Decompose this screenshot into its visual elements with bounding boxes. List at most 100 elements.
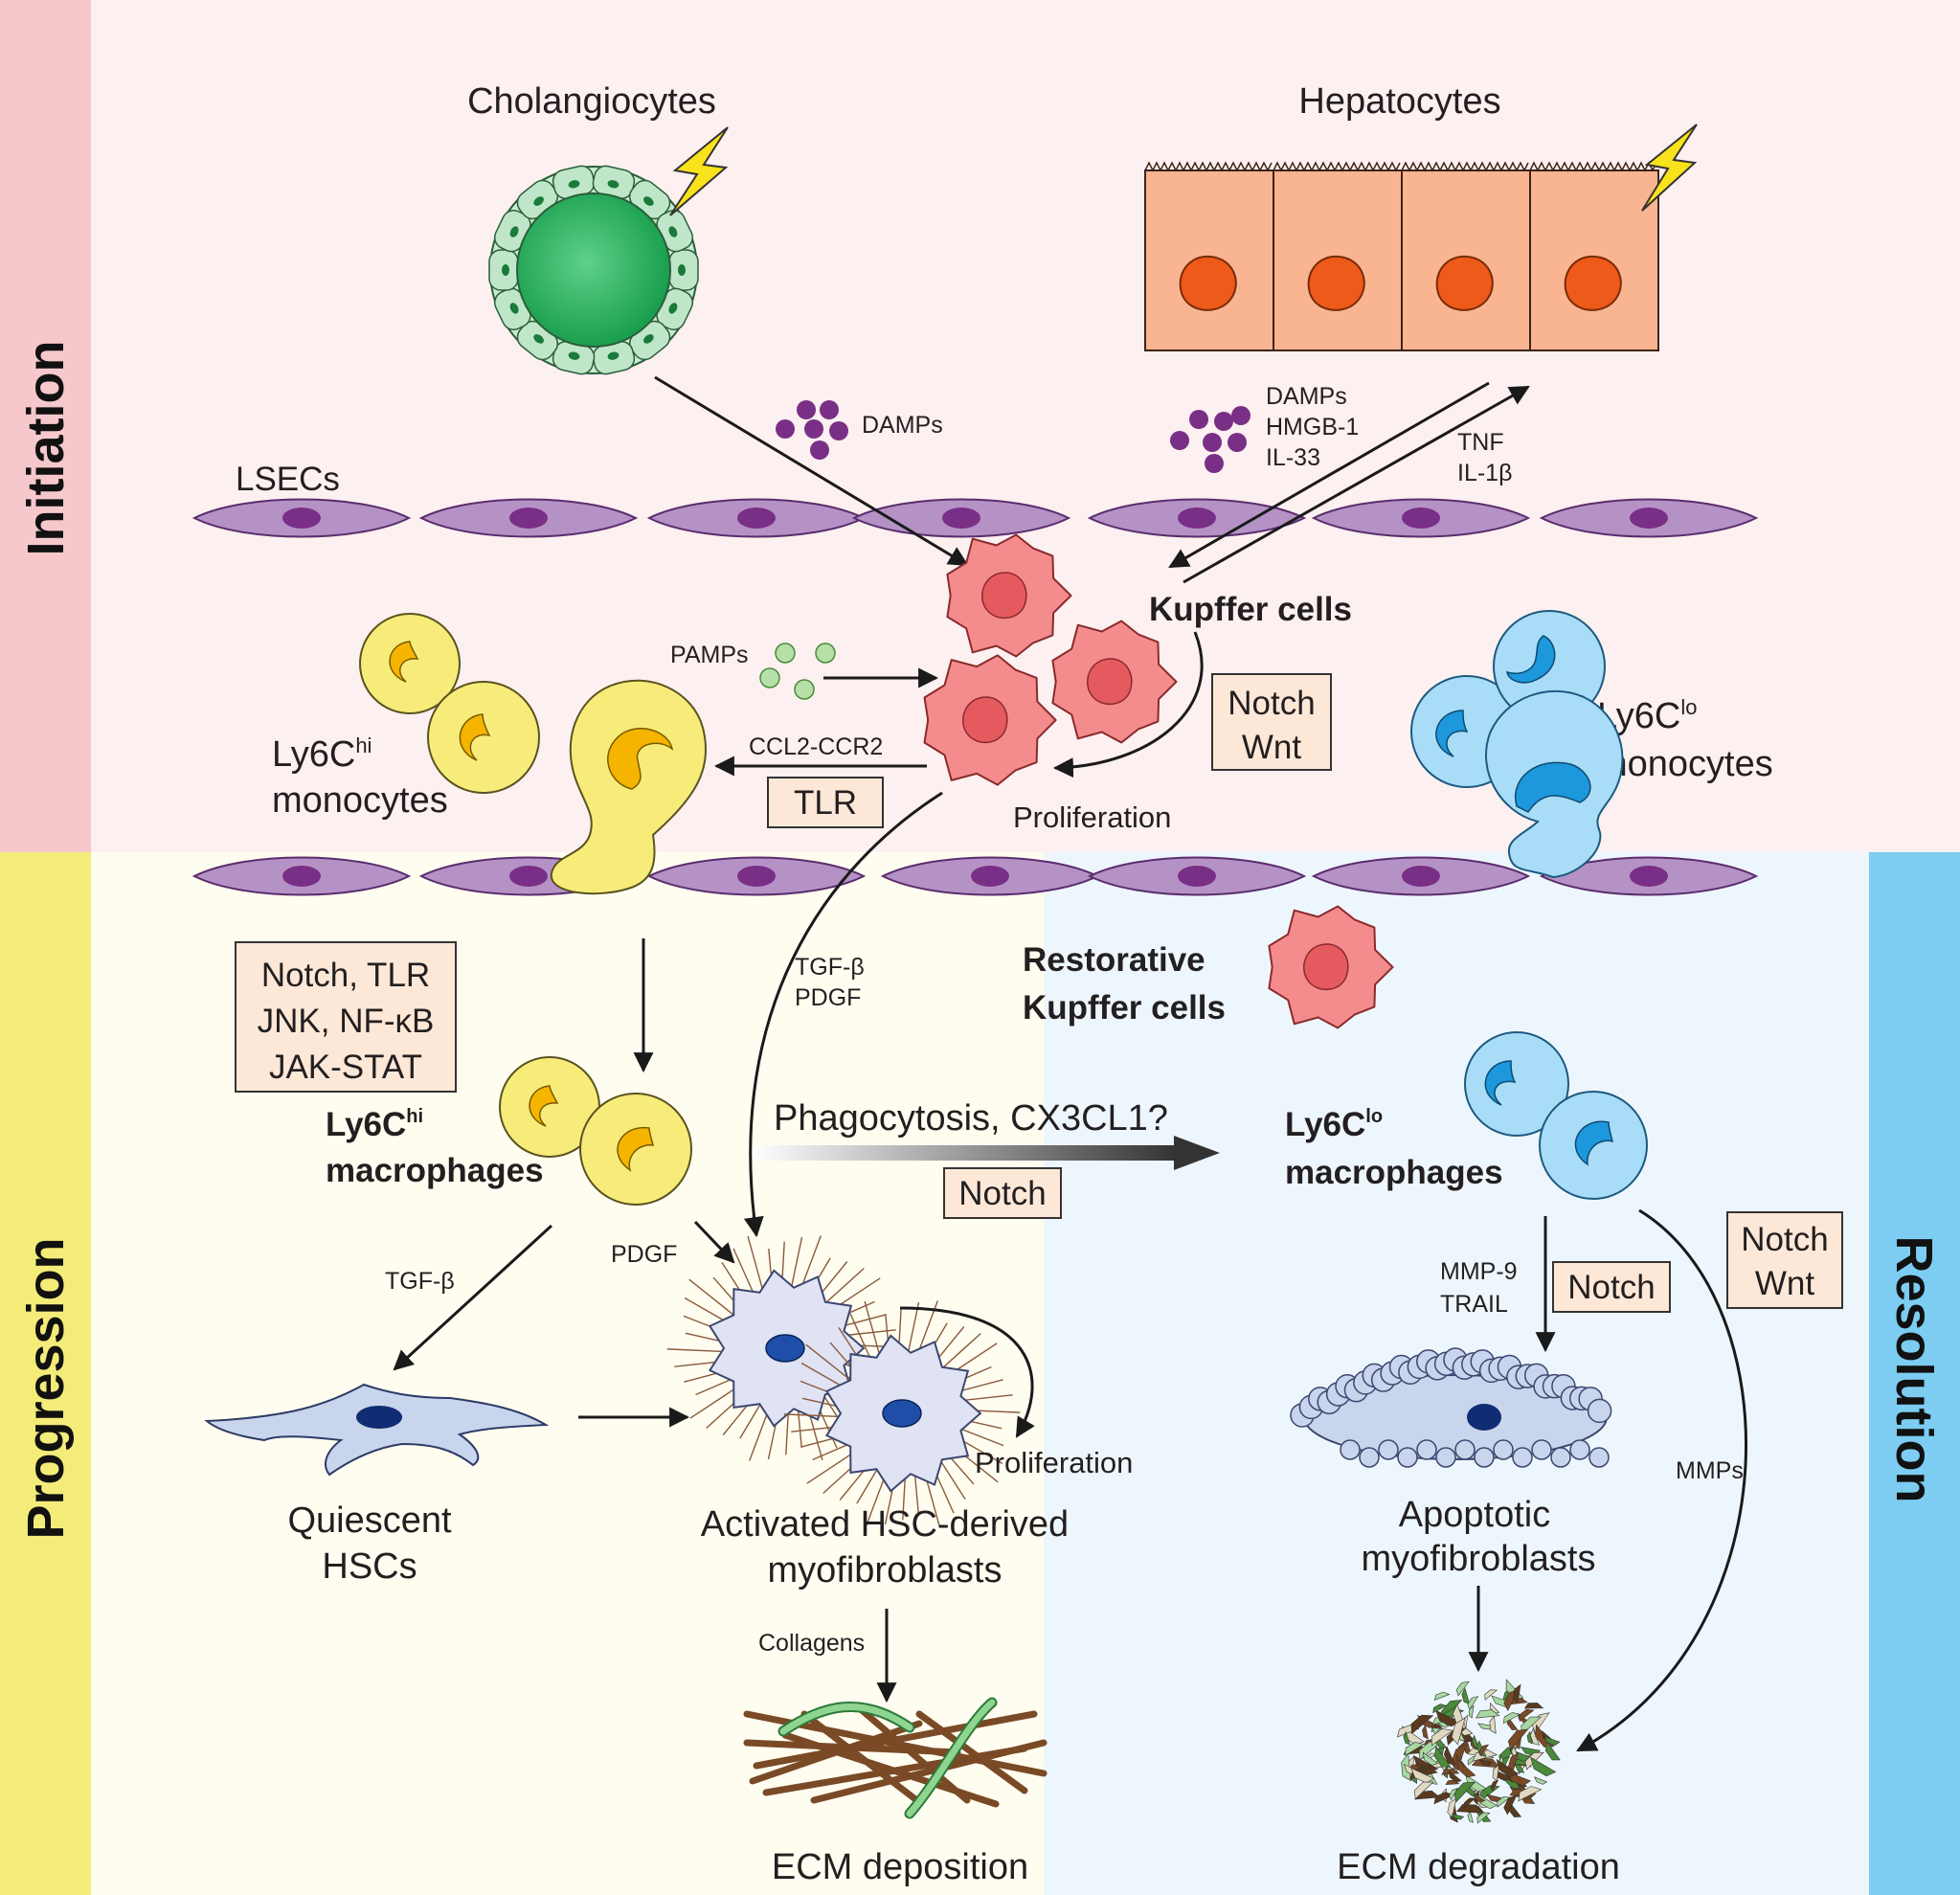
mmp9-label: MMP-9 — [1440, 1258, 1518, 1285]
lsec-cell — [1087, 498, 1307, 538]
ecm-fragment — [1447, 1797, 1457, 1818]
resolution-band — [1869, 852, 1960, 1895]
ecm-fragment — [1455, 1681, 1471, 1697]
ecm-fragment — [1478, 1744, 1490, 1757]
tgfb-hsc-label: TGF-β — [385, 1268, 455, 1295]
lsec-cell — [191, 856, 412, 896]
ecm-fragment — [1448, 1770, 1462, 1783]
notch-res-box — [1552, 1261, 1671, 1313]
proliferation-hsc-label: Proliferation — [975, 1446, 1133, 1479]
apoptotic-label-line2: myofibroblasts — [1362, 1539, 1596, 1579]
hepatocyte-cell — [1144, 161, 1274, 351]
hepatocyte-cell — [1401, 161, 1531, 351]
arrow-kupffer-to-hepatocytes — [1183, 385, 1530, 584]
notch-tlr-label: Notch, TLR — [261, 957, 430, 994]
lightning-icon — [669, 126, 729, 216]
notch-mid-label: Notch — [958, 1175, 1046, 1212]
collagen-fiber — [858, 1706, 971, 1804]
phase-label-initiation: Initiation — [17, 341, 75, 556]
ecm-fragment — [1518, 1786, 1543, 1802]
ecm-deposition-label: ECM deposition — [772, 1847, 1028, 1887]
transmigrating-ly6chi-monocyte — [550, 679, 708, 895]
ly6clo-monocytes-label-line2: monocytes — [1597, 744, 1773, 784]
arrow-ly6clo-to-ecm-degradation — [1576, 1208, 1747, 1752]
kupffer-cell — [1051, 620, 1178, 744]
ecm-fragment — [1507, 1728, 1529, 1751]
restorative-kupffer-label-line2: Kupffer cells — [1023, 989, 1226, 1026]
il1b-label: IL-1β — [1457, 460, 1512, 486]
quiescent-hscs-label-line2: HSCs — [322, 1546, 417, 1587]
lightning-icon — [1641, 124, 1698, 212]
collagen-strand — [779, 1703, 913, 1735]
ecm-fragment — [1451, 1717, 1466, 1746]
cholangiocyte-cell — [488, 249, 519, 291]
ecm-fragment — [1544, 1740, 1561, 1761]
ecm-fragment — [1422, 1751, 1439, 1766]
ly6chi-macrophages — [499, 1056, 692, 1206]
pdgf-kupffer-label: PDGF — [795, 984, 861, 1011]
ecm-fragment — [1496, 1758, 1520, 1777]
phagocytosis-label: Phagocytosis, CX3CL1? — [774, 1098, 1168, 1139]
ly6clo-macrophages-label: Ly6Clo — [1285, 1106, 1383, 1143]
lsec-row-top — [191, 498, 1759, 538]
ly6chi-monocytes — [359, 613, 540, 794]
initiation-band — [0, 0, 91, 852]
ecm-fragment — [1433, 1792, 1455, 1805]
lsec-cell — [1087, 856, 1307, 896]
tlr-label: TLR — [794, 784, 857, 822]
ecm-fragment — [1451, 1813, 1465, 1820]
ccl2-ccr2-label: CCL2-CCR2 — [749, 733, 883, 760]
arrow-macrophage-to-activated-hsc — [693, 1220, 735, 1264]
ecm-fragment — [1410, 1714, 1434, 1735]
tgfb-kupffer-label: TGF-β — [795, 954, 865, 981]
ecm-fragment — [1492, 1764, 1499, 1782]
apoptotic-cell — [1290, 1347, 1612, 1468]
kupffer-cell — [1268, 905, 1394, 1029]
quiescent-hscs-label: Quiescent — [287, 1500, 452, 1541]
phagocytosis-arrow-head — [1174, 1136, 1220, 1170]
kupffer-cell — [923, 654, 1057, 786]
ecm-deposition-fibers — [743, 1697, 1048, 1819]
jak-stat-label: JAK-STAT — [269, 1049, 422, 1086]
damps-label: DAMPs — [862, 412, 943, 439]
cholangiocytes-label: Cholangiocytes — [467, 81, 716, 122]
ly6chi-monocytes-label-line2: monocytes — [272, 780, 448, 821]
ecm-fragment — [1543, 1736, 1561, 1746]
quiescent-hsc — [204, 1383, 550, 1477]
damps-cluster-hepatocyte — [1170, 406, 1250, 473]
ecm-fragment — [1497, 1796, 1511, 1808]
kupffer-cell-cluster — [923, 533, 1178, 786]
phase-label-resolution: Resolution — [1885, 1236, 1943, 1503]
lsec-cell — [191, 498, 412, 538]
activated-hsc-myofibroblasts — [666, 1235, 1021, 1526]
jnk-nfkb-label: JNK, NF-κB — [258, 1003, 435, 1040]
ecm-fragment — [1449, 1788, 1458, 1801]
cholangiocyte-cell — [592, 340, 636, 375]
pamps-cluster — [759, 643, 836, 700]
ecm-fragment — [1476, 1812, 1491, 1824]
kupffer-cells-label: Kupffer cells — [1149, 591, 1352, 628]
ecm-fragment — [1534, 1776, 1548, 1785]
mmps-label: MMPs — [1676, 1457, 1744, 1484]
notch-res-label: Notch — [1567, 1269, 1655, 1306]
lsec-cell — [1539, 498, 1759, 538]
hmgb1-label: HMGB-1 — [1266, 414, 1359, 440]
ly6clo-macrophages-label-line2: macrophages — [1285, 1154, 1503, 1191]
ecm-fragment — [1468, 1704, 1475, 1719]
collagen-fiber — [810, 1739, 1048, 1804]
hepatocyte-row — [1144, 161, 1659, 351]
proliferation-kupffer-label: Proliferation — [1013, 801, 1171, 834]
apoptotic-myofibroblast — [1290, 1347, 1612, 1468]
arrow-hepatocytes-to-kupffer — [1168, 381, 1490, 569]
ecm-fragment — [1502, 1712, 1521, 1725]
tnf-label: TNF — [1457, 429, 1504, 456]
il33-label: IL-33 — [1266, 444, 1320, 471]
ecm-fragment — [1477, 1723, 1494, 1730]
ecm-fragment — [1432, 1703, 1448, 1714]
ecm-fragment — [1503, 1793, 1518, 1816]
ecm-fragment — [1422, 1724, 1429, 1740]
lsec-cell — [880, 856, 1100, 896]
ecm-fragment — [1512, 1683, 1521, 1704]
tlr-box — [767, 777, 884, 828]
ly6chi-macrophages-label-line2: macrophages — [326, 1152, 544, 1189]
